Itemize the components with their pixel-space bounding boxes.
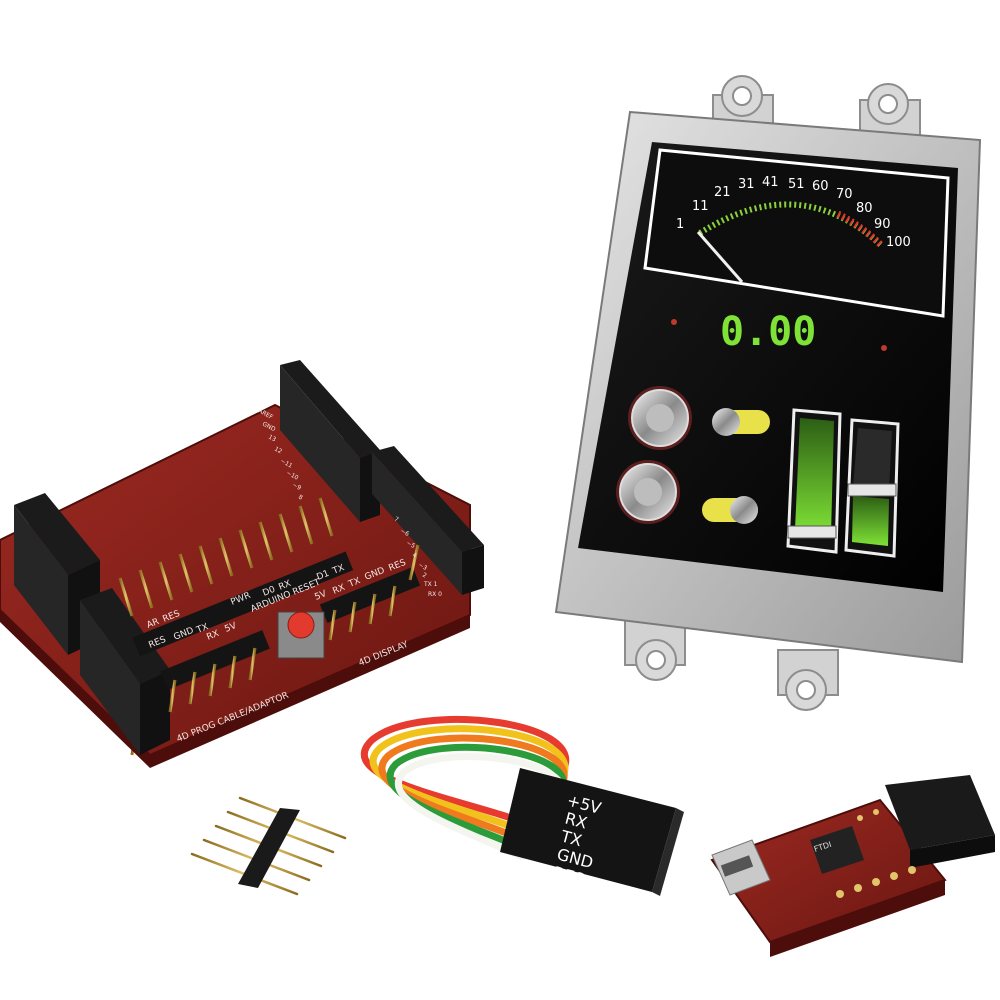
pin-label: RX 0 [428, 591, 442, 598]
pin-label: 12 [273, 446, 283, 456]
meter-scale-label: 51 [788, 177, 805, 192]
meter-scale-label: 90 [874, 217, 891, 232]
pin-label: ~6 [399, 528, 410, 538]
meter-needle [696, 231, 744, 283]
silk-label: RX [331, 583, 346, 597]
adapter-shield: AR RES RES GND TX RX 5V PWR D0 RX ARDUIN… [0, 360, 484, 768]
pin-label: TX 1 [423, 581, 438, 588]
pin-label: 7 [393, 516, 400, 524]
cable-wire [378, 734, 568, 845]
meter-scale-label: 1 [676, 217, 684, 232]
solder-pads [836, 809, 916, 898]
cable-wire [369, 725, 569, 837]
silk-label: 5V [223, 621, 239, 635]
female-header [372, 446, 484, 595]
meter-scale-label: 11 [692, 199, 709, 214]
silk-label: AR [145, 617, 160, 631]
silk-label: 5V [313, 589, 329, 603]
ribbon-cable [360, 716, 570, 861]
silk-label: D0 [261, 585, 277, 599]
slider-bar[interactable] [844, 418, 900, 558]
pin-label: 2 [421, 572, 428, 580]
cable-wire [394, 753, 567, 861]
reset-button[interactable] [277, 611, 325, 659]
female-header [80, 588, 170, 755]
loose-pin-header [190, 796, 347, 896]
silk-label: D1 [315, 569, 330, 583]
cable-wire [386, 743, 567, 853]
knob-button[interactable] [616, 460, 680, 524]
pin-label: 8 [297, 494, 304, 502]
meter-scale-label: 31 [738, 177, 755, 192]
pin-label: 13 [267, 434, 277, 444]
usb-port[interactable] [711, 839, 771, 896]
silk-label: RX [277, 579, 292, 593]
display-module: 1 11 21 31 41 51 60 70 80 90 100 0.00 [554, 75, 982, 711]
indicator-led [881, 345, 887, 351]
pin-label: 4 [411, 552, 418, 560]
digital-readout: 0.00 [720, 309, 816, 355]
indicator-led [671, 319, 677, 325]
meter-scale-label: 41 [762, 175, 779, 190]
knob-button[interactable] [628, 386, 692, 450]
usb-programmer: FTDI [710, 775, 995, 957]
pin-label: ~9 [291, 482, 302, 492]
meter-scale-label: 70 [836, 187, 853, 202]
programmer-header [885, 775, 995, 868]
toggle-switch[interactable] [712, 408, 770, 436]
silk-label: TX [346, 576, 361, 590]
cable-wire [360, 716, 570, 829]
pin-label: ~3 [417, 562, 428, 572]
silk-label: TX [330, 563, 345, 577]
meter-scale-label: 21 [714, 185, 731, 200]
pin-label: ~5 [405, 540, 416, 550]
silk-label: TX [194, 622, 209, 636]
male-pin-header [118, 497, 421, 713]
toggle-switch[interactable] [702, 496, 758, 524]
ftdi-chip: FTDI [810, 826, 864, 874]
meter-scale-label: 80 [856, 201, 873, 216]
meter-scale-label: 100 [886, 235, 911, 250]
silk-label: RX [205, 629, 220, 643]
cable-connector: +5V RX TX GND RES [500, 768, 684, 896]
analog-meter: 1 11 21 31 41 51 60 70 80 90 100 [643, 148, 950, 318]
meter-scale-label: 60 [812, 179, 829, 194]
slider-bar[interactable] [786, 408, 842, 554]
cable-pin-label: TX [558, 826, 584, 850]
